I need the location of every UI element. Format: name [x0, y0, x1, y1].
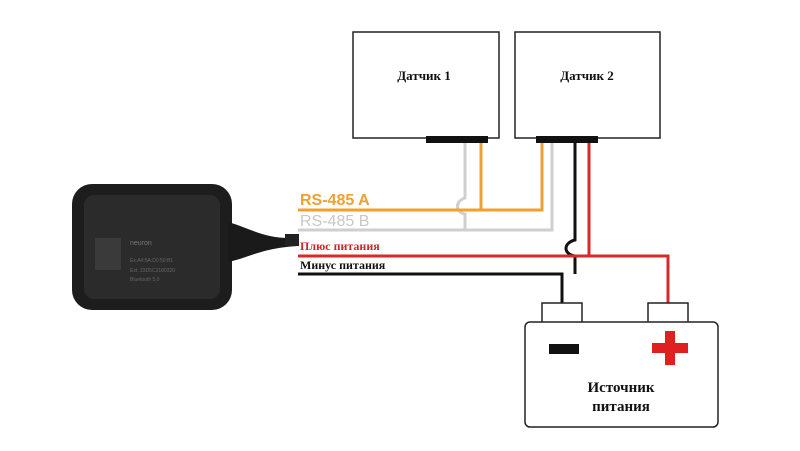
device-brand: neuron	[130, 240, 152, 247]
wire-rs485-b	[298, 143, 554, 232]
device-label-1: Ex:A4:5A:D0:50:B1	[130, 258, 173, 264]
tracker-device: neuron Ex:A4:5A:D0:50:B1 Ext: 23D5C21803…	[72, 184, 299, 310]
battery-label-line2: питания	[592, 399, 650, 415]
label-rs485-b: RS-485 B	[300, 213, 369, 230]
label-plus: Плюс питания	[300, 239, 380, 253]
sensor-1-label: Датчик 1	[397, 68, 451, 83]
sensor-2-label: Датчик 2	[560, 68, 614, 83]
wire-plus	[298, 143, 670, 303]
battery-minus-icon	[549, 344, 579, 354]
label-minus: Минус питания	[300, 258, 386, 272]
battery-plus-icon	[652, 331, 688, 365]
battery: Источник питания	[524, 302, 719, 428]
battery-label-line1: Источник	[588, 380, 655, 396]
label-rs485-a: RS-485 A	[300, 192, 370, 209]
device-label-3: Bluetooth 5.0	[130, 277, 160, 283]
sensor-1-box: Датчик 1	[352, 31, 500, 143]
sensor-2-box: Датчик 2	[514, 31, 661, 143]
wire-rs485-a	[298, 143, 544, 212]
device-label-2: Ext: 23D5C2180320	[130, 268, 175, 274]
